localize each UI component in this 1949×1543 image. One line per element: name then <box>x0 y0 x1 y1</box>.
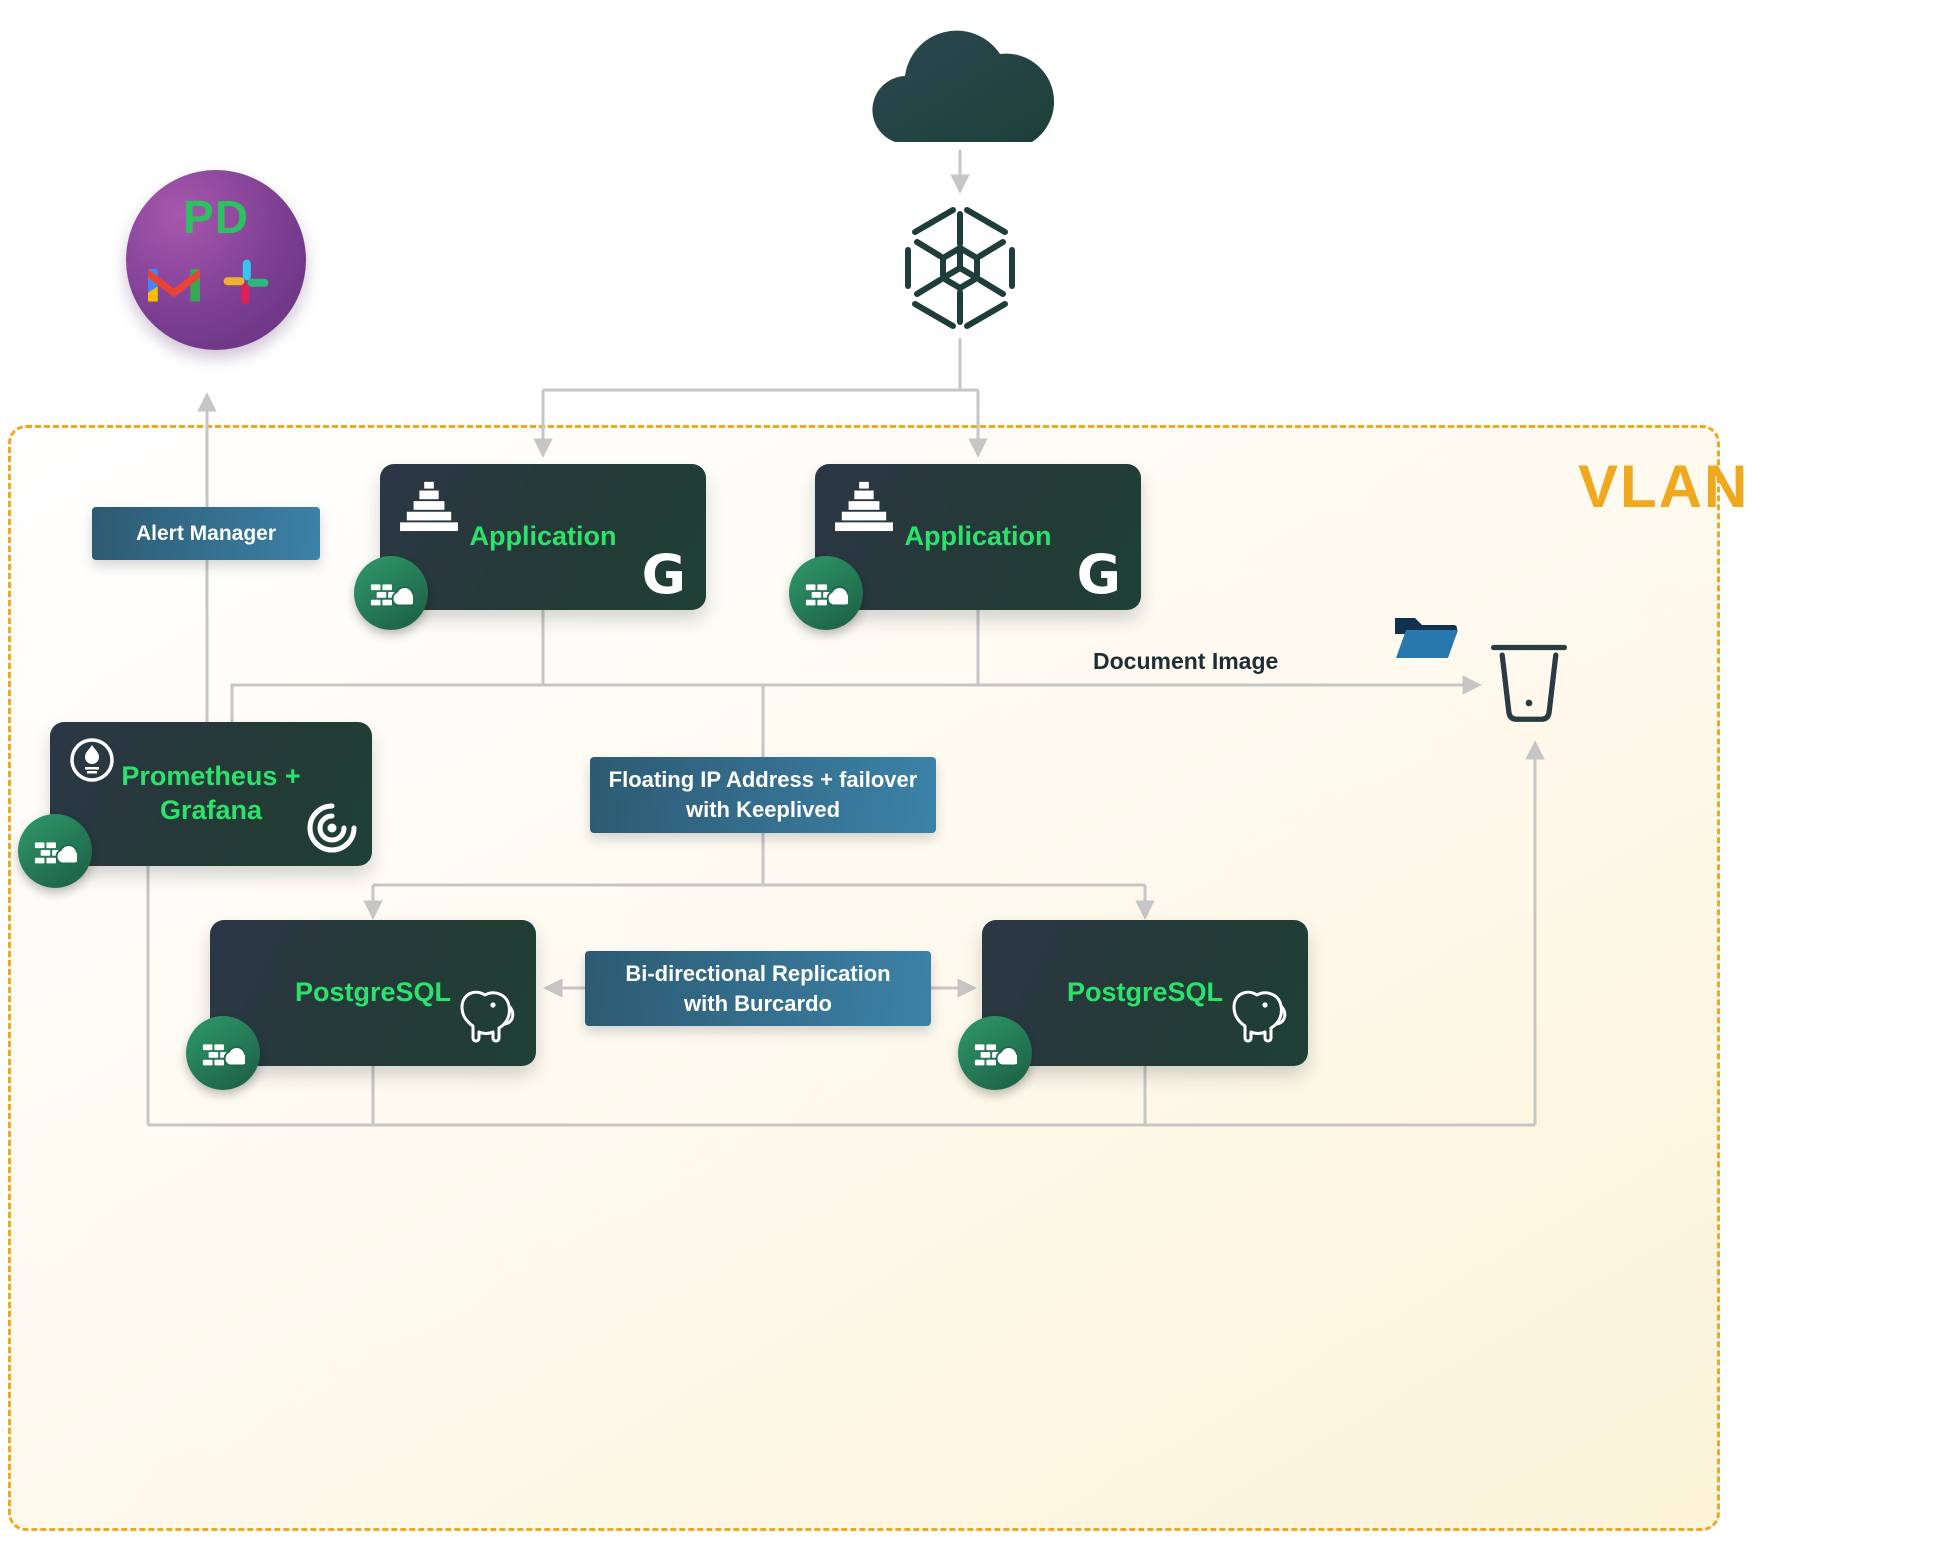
pagerduty-logo: PD <box>183 191 249 243</box>
g-logo-icon: G <box>1076 543 1121 606</box>
slack-icon <box>223 259 269 305</box>
pyramid-icon <box>835 481 893 532</box>
prometheus-icon <box>70 738 114 782</box>
postgresql-elephant-icon <box>1232 990 1287 1043</box>
prometheus-grafana-label: Prometheus + Grafana <box>50 722 372 866</box>
floating-ip-line2: with Keeplived <box>685 797 841 822</box>
firewall-cloud-icon <box>34 842 77 865</box>
vlan-label: VLAN <box>1578 453 1750 520</box>
floating-ip-node: Floating IP Address + failover with Keep… <box>590 757 936 833</box>
firewall-cloud-badge <box>789 556 863 630</box>
firewall-cloud-badge <box>186 1016 260 1090</box>
alerting-badge: PD <box>126 170 306 350</box>
g-logo-icon: G <box>641 543 686 606</box>
prometheus-grafana-node: Prometheus + Grafana <box>18 722 372 888</box>
replication-line2: with Burcardo <box>684 990 832 1016</box>
postgresql-label: PostgreSQL <box>294 977 452 1008</box>
document-image-label: Document Image <box>1093 648 1279 674</box>
grafana-icon <box>307 803 357 853</box>
firewall-cloud-badge <box>18 814 92 888</box>
connector-document-bus <box>230 675 1482 722</box>
replication-line1: Bi-directional Replication <box>625 960 891 986</box>
folder-icon <box>1395 618 1458 658</box>
floating-ip-line1: Floating IP Address + failover <box>608 767 918 793</box>
application-node-left: Application G <box>354 464 706 630</box>
postgresql-node-left: PostgreSQL <box>186 920 536 1090</box>
firewall-cloud-badge <box>958 1016 1032 1090</box>
firewall-cloud-icon <box>974 1044 1017 1067</box>
firewall-cloud-icon <box>805 584 848 607</box>
application-label: Application <box>904 521 1052 552</box>
prometheus-label-line2: Grafana <box>159 795 263 825</box>
firewall-cloud-icon <box>202 1044 245 1067</box>
trash-icon <box>1490 644 1568 722</box>
postgresql-label: PostgreSQL <box>1066 977 1224 1008</box>
load-balancer-icon <box>905 207 1015 329</box>
replication-node: Bi-directional Replication with Burcardo <box>585 951 931 1026</box>
application-label: Application <box>469 521 617 552</box>
alert-manager-label: Alert Manager <box>135 521 277 545</box>
postgresql-node-right: PostgreSQL <box>958 920 1308 1090</box>
cloud-icon <box>872 30 1055 142</box>
prometheus-label-line1: Prometheus + <box>121 761 301 792</box>
alert-manager-node: Alert Manager <box>92 507 320 560</box>
firewall-cloud-icon <box>370 584 413 607</box>
application-node-right: Application G <box>789 464 1141 630</box>
pyramid-icon <box>400 481 458 532</box>
firewall-cloud-badge <box>354 556 428 630</box>
postgresql-elephant-icon <box>460 990 515 1043</box>
gmail-icon <box>148 269 200 302</box>
